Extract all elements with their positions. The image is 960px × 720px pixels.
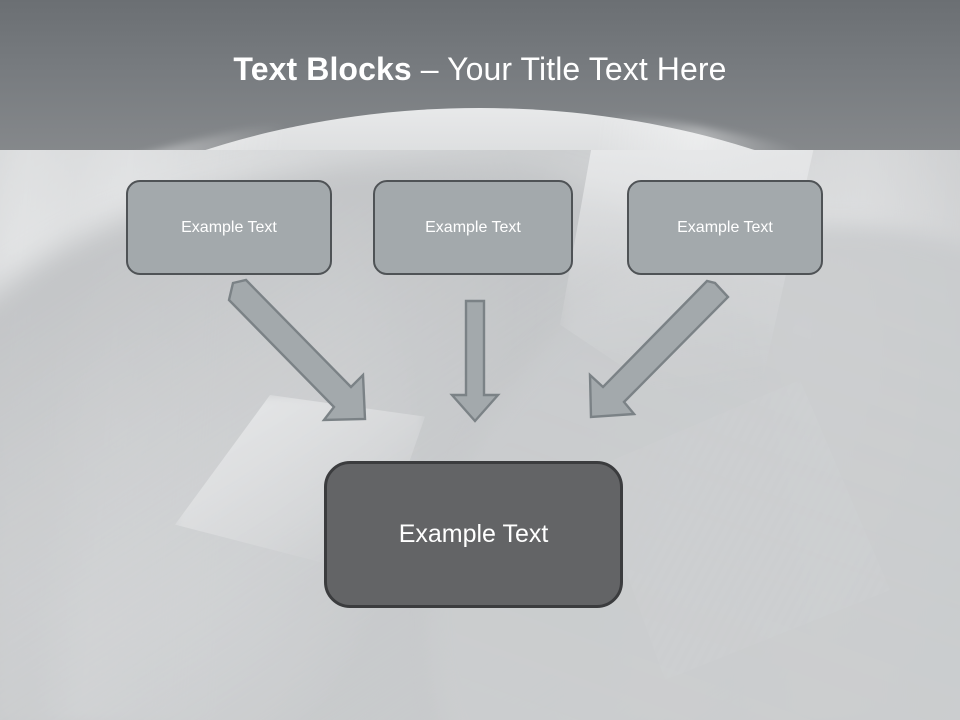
header-band — [0, 0, 960, 150]
page-title: Text Blocks – Your Title Text Here — [0, 50, 960, 88]
text-block-2-label: Example Text — [425, 218, 521, 236]
arrow-down-left-icon — [588, 279, 730, 419]
arrow-down-icon — [449, 299, 501, 423]
text-block-1-label: Example Text — [181, 218, 277, 236]
text-block-1[interactable]: Example Text — [126, 180, 332, 275]
header-arc-gloss — [0, 108, 960, 150]
title-rest: – Your Title Text Here — [411, 51, 727, 87]
text-block-3-label: Example Text — [677, 218, 773, 236]
title-strong: Text Blocks — [233, 51, 412, 87]
arrow-down-right-icon — [227, 278, 367, 422]
text-block-3[interactable]: Example Text — [627, 180, 823, 275]
result-text-block[interactable]: Example Text — [324, 461, 623, 608]
result-text-block-label: Example Text — [398, 520, 549, 548]
text-block-2[interactable]: Example Text — [373, 180, 573, 275]
